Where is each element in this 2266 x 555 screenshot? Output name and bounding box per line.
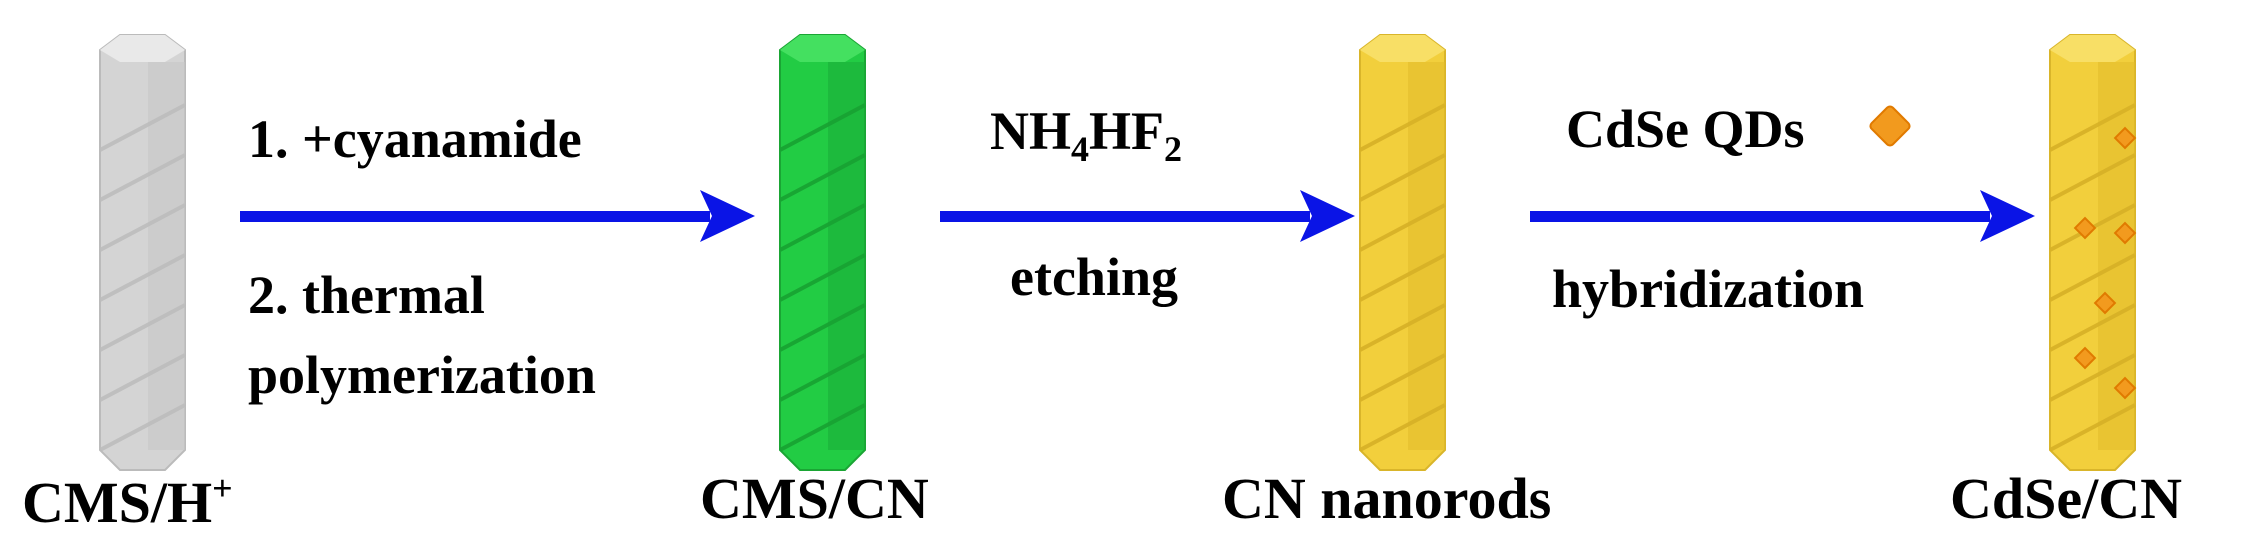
step2-process: etching bbox=[1010, 247, 1178, 307]
arrow-step-1 bbox=[240, 190, 755, 242]
step3-reagent: CdSe QDs bbox=[1566, 99, 1805, 159]
rod-label-cn-nanorods: CN nanorods bbox=[1222, 466, 1552, 531]
step1-line3: polymerization bbox=[248, 345, 596, 405]
rod-label-cdse-cn: CdSe/CN bbox=[1950, 466, 2183, 531]
step1-line1: 1. +cyanamide bbox=[248, 109, 582, 169]
qd-diamond-icon bbox=[1869, 105, 1911, 147]
arrow-step-2 bbox=[940, 190, 1355, 242]
rod-cdse-cn bbox=[2049, 34, 2137, 471]
rod-label-cms-h: CMS/H+ bbox=[22, 468, 233, 535]
step3-process: hybridization bbox=[1552, 259, 1865, 319]
qd-dots-on-rod bbox=[2073, 126, 2137, 400]
rod-cms-h bbox=[99, 34, 186, 471]
rod-cms-cn bbox=[779, 34, 866, 471]
rod-label-cms-cn: CMS/CN bbox=[700, 466, 929, 531]
step1-line2: 2. thermal bbox=[248, 265, 485, 325]
rod-cn-nanorods bbox=[1359, 34, 1446, 471]
arrow-step-3 bbox=[1530, 190, 2035, 242]
step2-reagent: NH4HF2 bbox=[990, 101, 1182, 169]
